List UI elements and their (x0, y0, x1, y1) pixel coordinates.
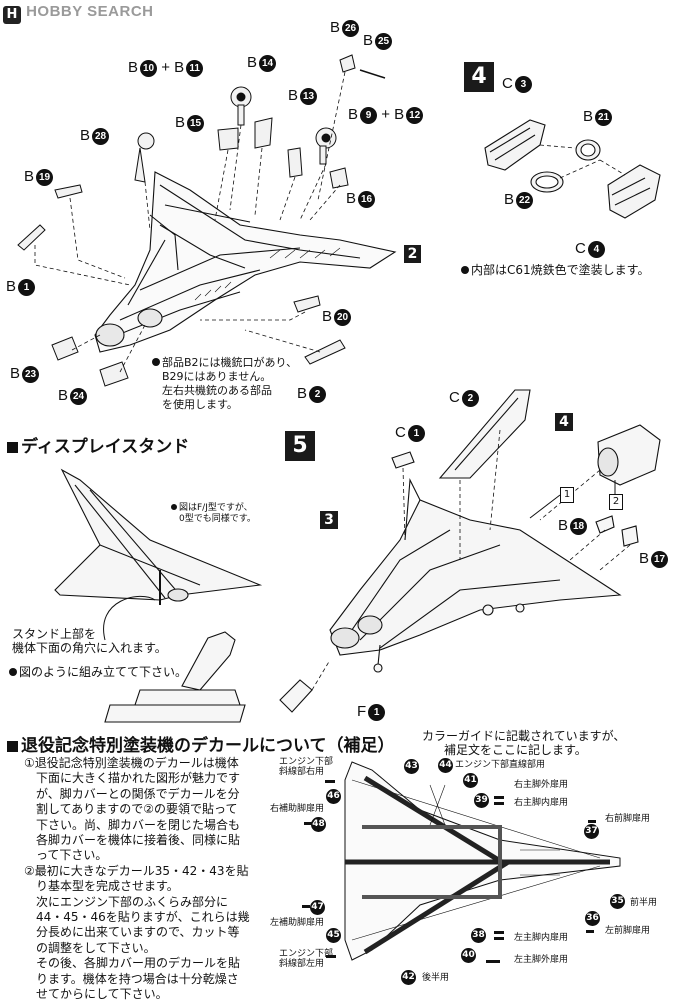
assembly-order-box-1: 1 (560, 487, 574, 503)
decal-number-44: 44 (438, 758, 453, 773)
step5-sub-badge-4: 4 (555, 413, 573, 431)
decal-label-engine-right: エンジン下部 斜線部右用 (279, 757, 334, 777)
decal-label-right-main-inner: 右主脚内扉用 (514, 798, 569, 808)
step4-interior-note: 内部はC61焼鉄色で塗装します。 (461, 263, 649, 277)
logo-mark: H (3, 6, 21, 24)
step-badge-2: 2 (404, 245, 421, 263)
decal-intro: カラーガイドに記載されていますが、 補足文をここに記します。 (422, 729, 626, 757)
decal-number-46: 46 (326, 789, 341, 804)
step-badge-5: 5 (285, 431, 315, 461)
decal-number-48: 48 (311, 817, 326, 832)
decal-number-45: 45 (326, 928, 341, 943)
decal-label-front-half: 前半用 (630, 898, 658, 908)
stand-insert-note: スタンド上部を 機体下面の角穴に入れます。 (12, 627, 167, 655)
stand-assemble-note: 図のように組み立てて下さい。 (9, 665, 187, 679)
decal-number-40: 40 (461, 948, 476, 963)
decal-label-left-main-outer: 左主脚外扉用 (514, 955, 569, 965)
decal-label-rear-half: 後半用 (422, 973, 450, 983)
decal-number-39: 39 (474, 793, 489, 808)
decal-number-43: 43 (404, 759, 419, 774)
decal-label-left-front: 左前脚扉用 (605, 926, 651, 936)
display-stand-heading: ディスプレイスタンド (7, 432, 189, 457)
decal-label-right-aux: 右補助脚扉用 (270, 804, 325, 814)
logo: H HOBBY SEARCH (3, 3, 154, 24)
decal-number-37: 37 (584, 824, 599, 839)
b2-note: 部品B2には機銃口があり、 B29にはありません。 左右共機銃のある部品 を使用… (152, 356, 297, 412)
decal-label-engine-left: エンジン下部 斜線部左用 (279, 949, 334, 969)
decal-number-47: 47 (310, 900, 325, 915)
logo-text: HOBBY SEARCH (26, 3, 154, 20)
step5-sub-badge-3: 3 (320, 511, 338, 529)
decal-heading: 退役記念特別塗装機のデカールについて（補足） (7, 731, 395, 756)
assembly-order-box-2: 2 (609, 494, 623, 510)
step-badge-4: 4 (464, 62, 494, 92)
decal-label-right-front: 右前脚扉用 (605, 814, 651, 824)
decal-label-left-main-inner: 左主脚内扉用 (514, 933, 569, 943)
decal-label-left-aux: 左補助脚扉用 (270, 918, 325, 928)
decal-number-42: 42 (401, 970, 416, 985)
decal-number-41: 41 (463, 773, 478, 788)
decal-number-35: 35 (610, 894, 625, 909)
stand-model-note: 図はF/J型ですが、 0型でも同様です。 (171, 503, 256, 525)
decal-label-engine-straight: エンジン下部直線部用 (455, 760, 546, 770)
decal-number-36: 36 (585, 911, 600, 926)
decal-number-38: 38 (471, 928, 486, 943)
decal-label-right-main-outer: 右主脚外扉用 (514, 780, 569, 790)
